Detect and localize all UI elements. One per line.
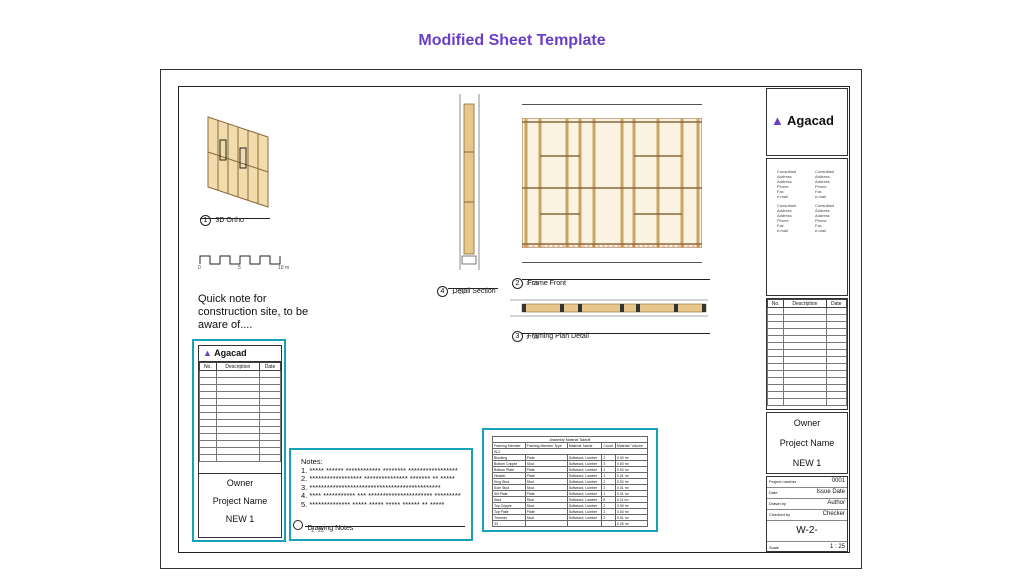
project-block: Owner Project Name NEW 1 — [766, 412, 848, 474]
title-field-row: Checked by Checker — [767, 510, 847, 521]
title-fields: Project number 0001 Date Issue Date Draw… — [766, 476, 848, 552]
schedule-highlight[interactable]: Assembly Material Takeoff Framing Member… — [482, 428, 658, 532]
page-title: Modified Sheet Template — [418, 32, 606, 49]
schedule-table: Assembly Material Takeoff Framing Member… — [492, 436, 649, 527]
logo: ▲ Agacad — [771, 113, 834, 128]
logo-icon: ▲ — [203, 348, 212, 358]
framing-plan-title: 3 Framing Plan Detail — [512, 325, 589, 343]
mini-project-block: Owner Project Name NEW 1 — [199, 473, 281, 528]
ortho-view-drawing[interactable] — [198, 112, 278, 212]
revision-table: No. Description Date — [766, 299, 848, 406]
title-field-row: Date Issue Date — [767, 488, 847, 499]
detail-section-drawing[interactable] — [455, 92, 485, 274]
revision-box: No. Description Date — [766, 298, 848, 410]
scale-row: Scale 1 : 25 — [769, 544, 845, 550]
frame-bottom-dimension — [522, 262, 702, 263]
logo-icon: ▲ — [771, 113, 784, 128]
mini-titleblock-highlight[interactable]: ▲ Agacad No. Description Date Owner — [192, 339, 286, 542]
quick-note: Quick note for construction site, to be … — [198, 293, 309, 331]
note-item: 3. *************************************… — [301, 482, 441, 492]
notes-highlight[interactable]: Notes: 1. ***** ****** ************ ****… — [289, 448, 473, 541]
sheet-number: W-2- — [767, 521, 847, 542]
mini-titleblock: ▲ Agacad No. Description Date Owner — [198, 345, 282, 538]
view-title-line — [200, 218, 270, 219]
sheet-border — [160, 69, 862, 569]
frame-front-title: 2 Frame Front — [512, 272, 566, 290]
note-item: 1. ***** ****** ************ ******** **… — [301, 465, 458, 475]
note-item: 2. ****************** *************** **… — [301, 474, 455, 483]
framing-plan-drawing[interactable] — [500, 298, 710, 318]
detail-section-title: 4 Detail Section — [437, 280, 496, 298]
scale-bar — [199, 255, 281, 265]
title-field-row: Project number 0001 — [767, 477, 847, 488]
ortho-view-title: 1 3D Ortho — [200, 209, 244, 227]
view-number-circle — [293, 520, 303, 530]
notes-view-title: Drawing Notes — [293, 517, 353, 535]
logo-box: ▲ Agacad — [766, 88, 848, 156]
drawing-area — [178, 86, 850, 553]
frame-dimension-line — [522, 104, 702, 105]
note-item: 5. ************** ***** ***** ***** ****… — [301, 499, 445, 509]
notes-block: Notes: 1. ***** ****** ************ ****… — [301, 457, 461, 509]
frame-front-drawing[interactable] — [522, 118, 702, 248]
mini-logo: ▲ Agacad — [199, 346, 281, 362]
note-item: 4. **** *********** *** ****************… — [301, 491, 461, 500]
view-number-circle: 1 — [200, 215, 211, 226]
mini-revision-table: No. Description Date — [199, 362, 281, 462]
material-schedule: Assembly Material Takeoff Framing Member… — [492, 436, 649, 527]
view-label: 3D Ortho — [215, 217, 244, 224]
notes-title: Notes: — [301, 457, 323, 466]
title-field-row: Drawn by Author — [767, 499, 847, 510]
scale-bar-labels: 0 5 10 m — [198, 265, 290, 271]
